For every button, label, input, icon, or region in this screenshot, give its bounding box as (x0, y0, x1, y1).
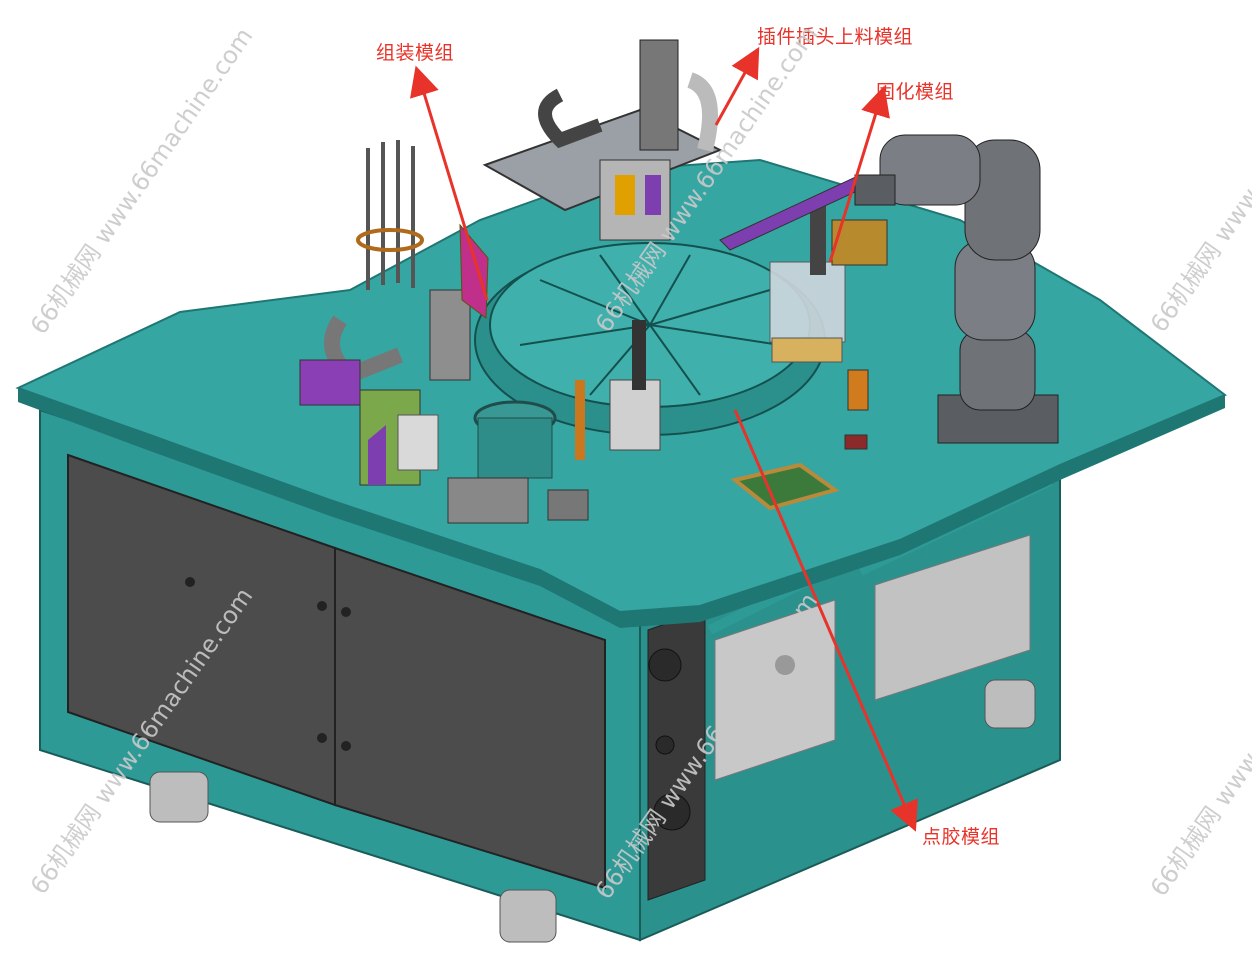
rotary-table (474, 242, 826, 436)
label-dispensing-module: 点胶模组 (922, 826, 1001, 848)
plug-feeding-arrow (714, 46, 760, 126)
feeding-gantry (482, 39, 723, 241)
door-knob (185, 577, 195, 587)
assembly-module (299, 140, 489, 486)
right-door-panel (334, 546, 606, 890)
callout-arrows (410, 46, 918, 832)
label-plug-feeding-module: 插件插头上料模组 (757, 26, 914, 48)
label-assembly-module: 组装模组 (376, 42, 455, 64)
robot-arm (854, 134, 1059, 444)
door-knob (317, 601, 327, 611)
label-curing-module: 固化模组 (876, 81, 955, 103)
bowl-feeder (447, 400, 589, 524)
curing-arrow (828, 85, 890, 263)
curing-module (719, 174, 888, 450)
door-knob (341, 607, 351, 617)
door-knob (317, 733, 327, 743)
casters (149, 679, 1036, 943)
dispensing-module (575, 320, 840, 511)
dispensing-arrow (733, 409, 918, 832)
assembly-arrow (410, 65, 489, 301)
door-knob (341, 741, 351, 751)
